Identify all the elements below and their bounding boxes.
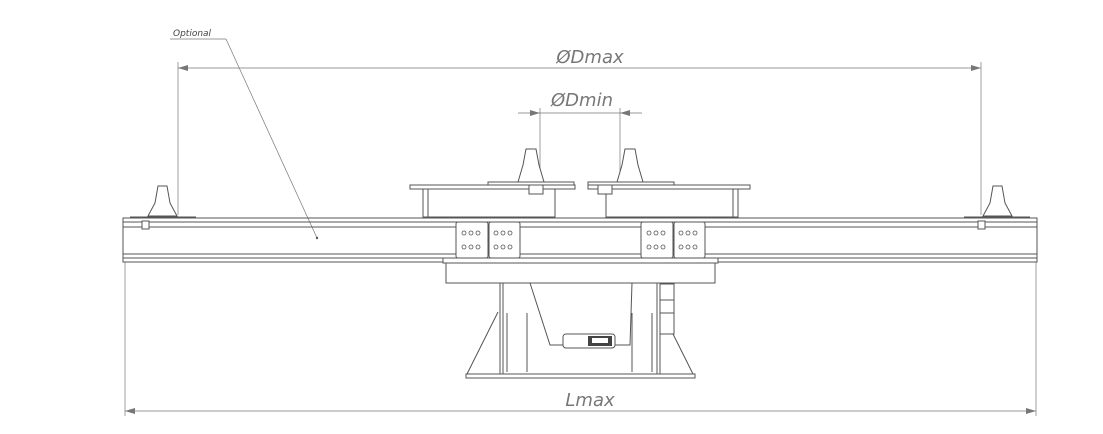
dimension-d-max: ØDmax [177, 47, 982, 215]
upper-beam-right [587, 148, 751, 218]
pedestal [442, 257, 719, 379]
optional-label: Optional [173, 29, 212, 39]
drive-motor [562, 333, 616, 349]
l-max-label: Lmax [565, 390, 615, 411]
dimension-l-max: Lmax [124, 262, 1037, 416]
d-max-label: ØDmax [555, 47, 624, 68]
splice-plate-right [640, 221, 706, 259]
outer-cone-left [130, 185, 196, 218]
dimension-d-min: ØDmin [518, 90, 642, 185]
upper-beam-left [409, 148, 576, 218]
splice-plate-left [455, 221, 521, 259]
main-beam [122, 217, 1038, 263]
d-min-label: ØDmin [550, 90, 613, 111]
outer-cone-right [964, 185, 1030, 218]
optional-callout: Optional [170, 29, 319, 240]
